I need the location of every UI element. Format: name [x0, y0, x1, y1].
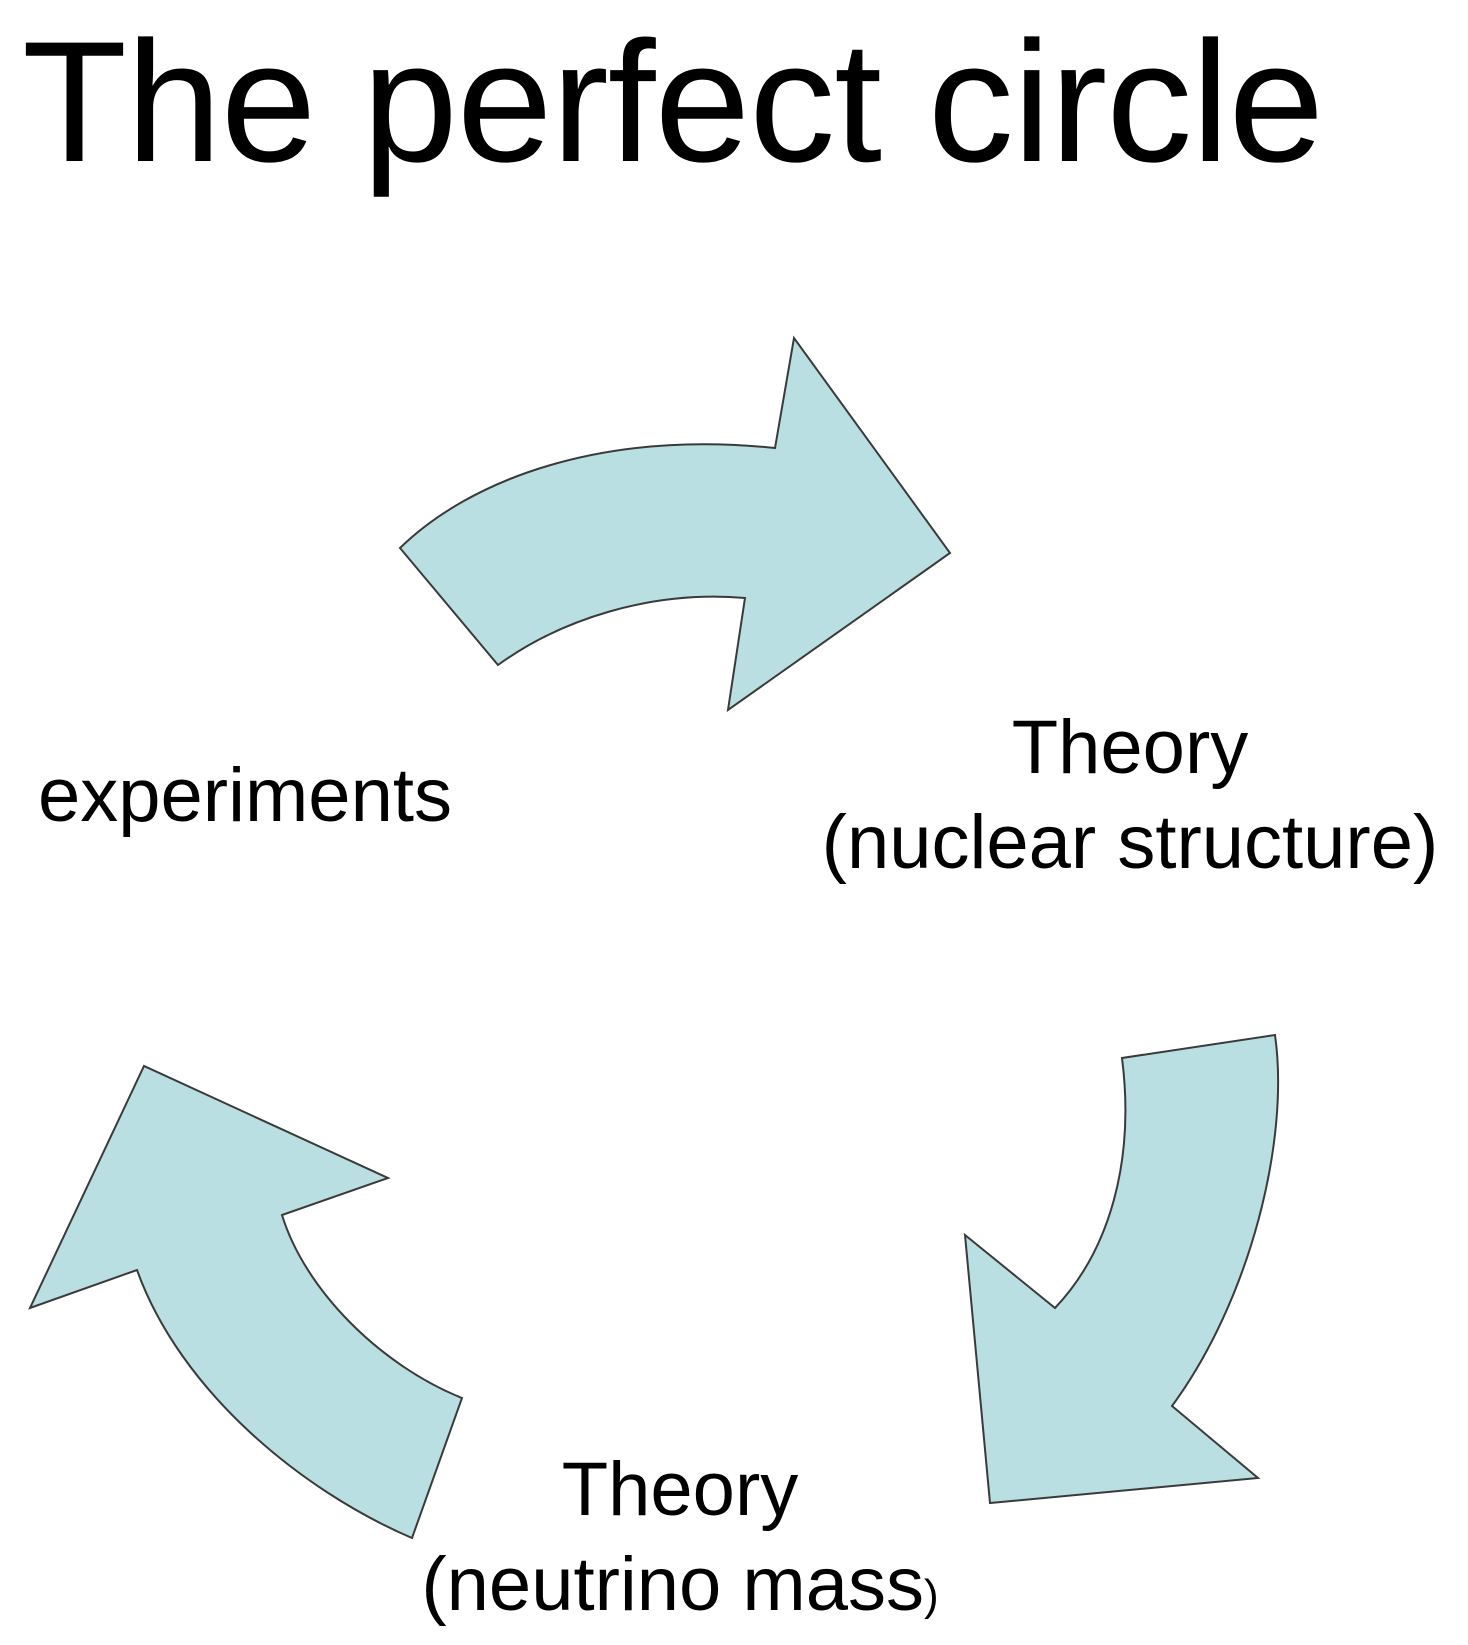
- node-theory-neutrino-subtitle-wrap: (neutrino mass): [400, 1537, 960, 1632]
- node-theory-nuclear-title: Theory: [1011, 705, 1249, 790]
- page-title: The perfect circle: [22, 6, 1324, 198]
- arrow-theory-nuclear-to-theory-neutrino: [963, 1033, 1280, 1505]
- arrow-experiments-to-theory-nuclear: [398, 335, 952, 713]
- node-experiments: experiments: [38, 748, 452, 843]
- node-theory-nuclear-subtitle: (nuclear structure): [821, 800, 1439, 885]
- node-theory-nuclear: Theory (nuclear structure): [800, 700, 1460, 890]
- arrow-theory-neutrino-to-experiments: [28, 1064, 464, 1540]
- node-theory-neutrino-subtitle: (neutrino mass: [421, 1542, 924, 1627]
- node-experiments-label: experiments: [38, 753, 452, 838]
- node-theory-neutrino-title: Theory: [561, 1447, 799, 1532]
- node-theory-neutrino: Theory (neutrino mass): [400, 1442, 960, 1632]
- node-theory-neutrino-close-paren: ): [924, 1571, 939, 1620]
